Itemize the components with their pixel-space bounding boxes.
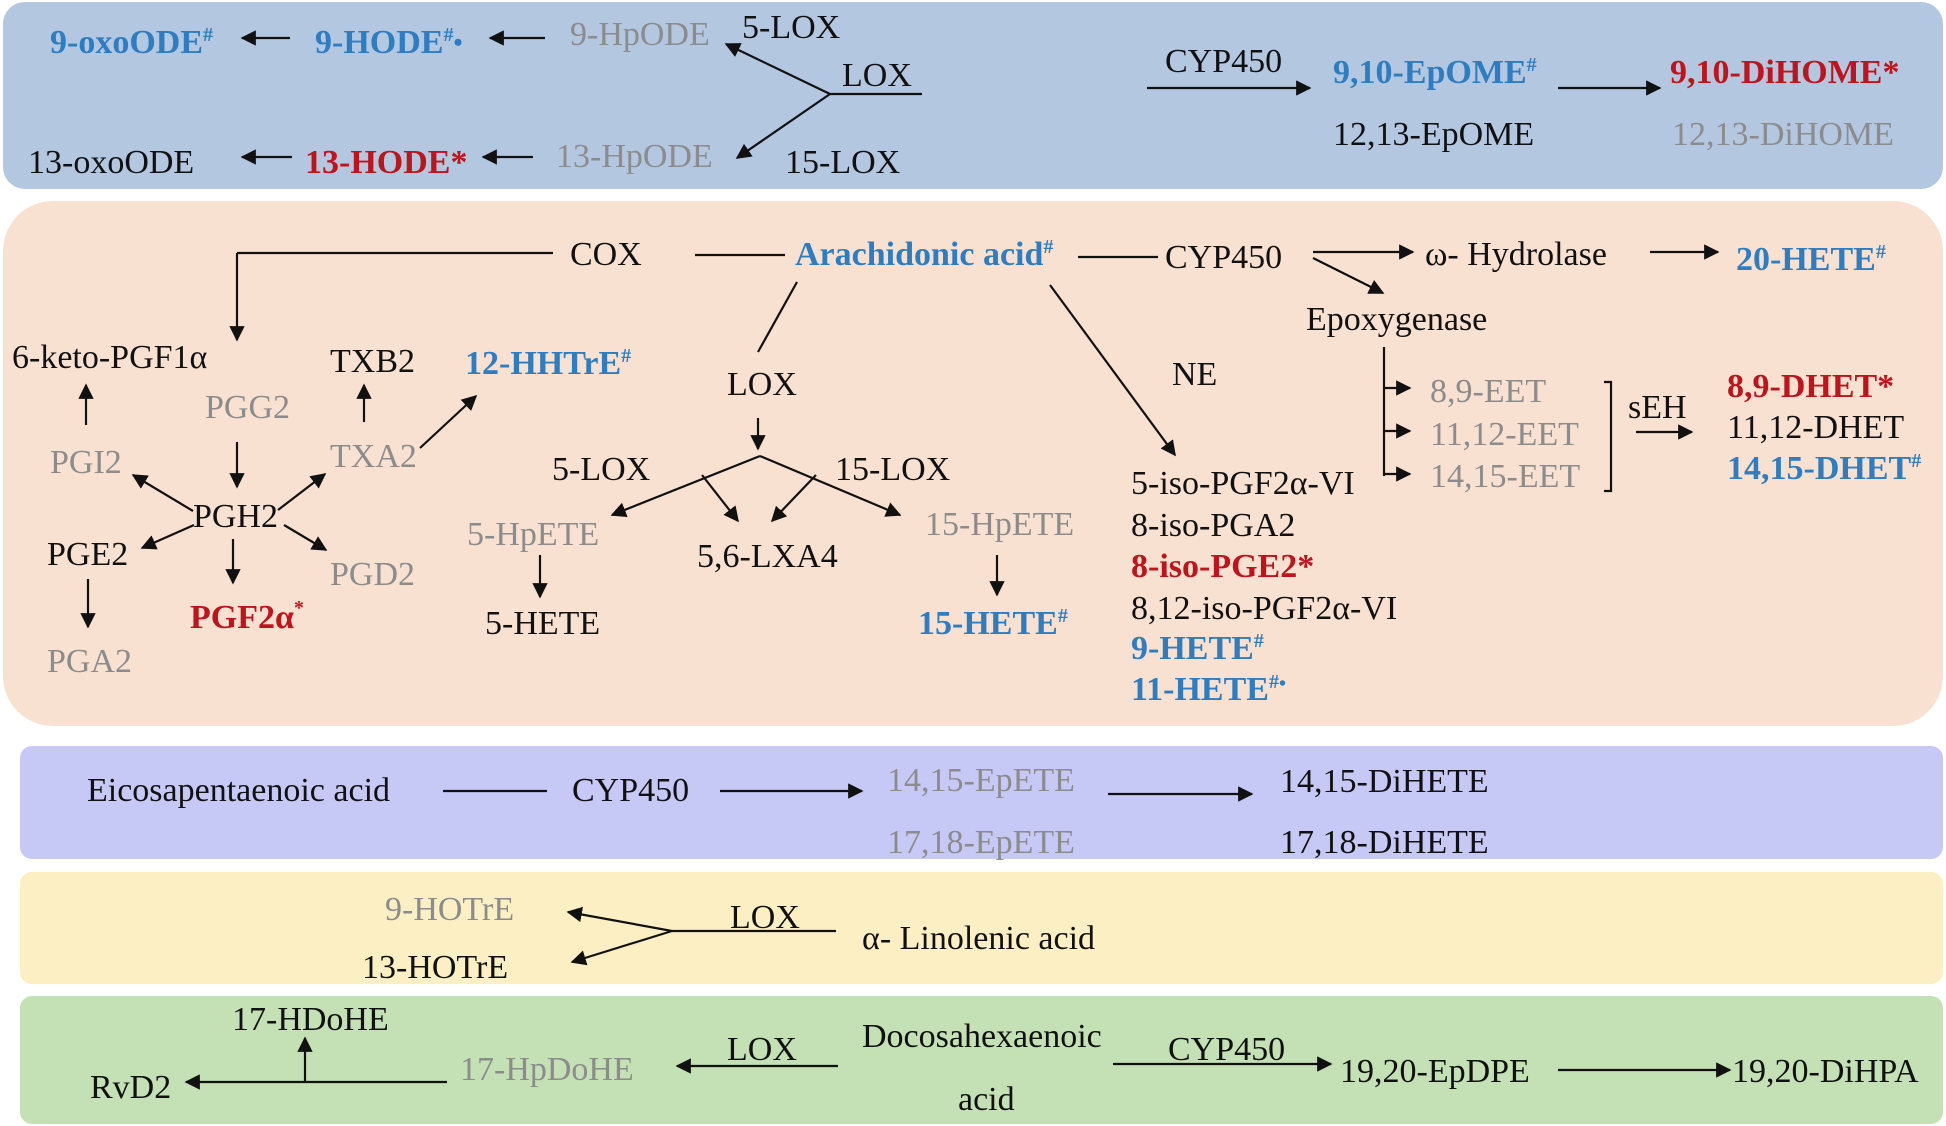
iso-pge2-8-label: 8-iso-PGE2* xyxy=(1131,548,1314,585)
linolenic-acid-label: α- Linolenic acid xyxy=(862,920,1095,957)
eet1415-label: 14,15-EET xyxy=(1430,458,1580,495)
hotre13-label: 13-HOTrE xyxy=(362,949,508,986)
lxa4-label: 5,6-LXA4 xyxy=(697,538,838,575)
hpdohe17-label: 17-HpDoHE xyxy=(460,1051,634,1088)
epete1718-label: 17,18-EpETE xyxy=(887,824,1075,861)
hete15-label: 15-HETE# xyxy=(918,605,1068,642)
pgi2-label: PGI2 xyxy=(50,444,122,481)
panel5-lox-label: LOX xyxy=(727,1031,797,1068)
hdohe17-label: 17-HDoHE xyxy=(232,1001,389,1038)
epa-label: Eicosapentaenoic acid xyxy=(87,772,390,809)
dihome1213-label: 12,13-DiHOME xyxy=(1672,116,1894,153)
panel5-edges xyxy=(184,1036,1732,1090)
panel3-edges xyxy=(443,783,1254,802)
panel3-labels: Eicosapentaenoic acid CYP450 14,15-EpETE… xyxy=(87,762,1489,861)
panel5-cyp450-label: CYP450 xyxy=(1168,1031,1285,1068)
hode13-label: 13-HODE* xyxy=(305,144,467,181)
dihome910-label: 9,10-DiHOME* xyxy=(1670,54,1899,91)
hpode9-label: 9-HpODE xyxy=(570,16,710,53)
arachidonic-acid-label: Arachidonic acid# xyxy=(795,236,1053,273)
oxoode9-label: 9-oxoODE# xyxy=(50,24,213,61)
dihpa1920-label: 19,20-DiHPA xyxy=(1732,1053,1919,1090)
txa2-label: TXA2 xyxy=(330,438,417,475)
cox-label: COX xyxy=(570,236,642,273)
panel-arachidonic-acid xyxy=(3,201,1943,726)
epete1415-label: 14,15-EpETE xyxy=(887,762,1075,799)
hpode13-label: 13-HpODE xyxy=(556,138,713,175)
dihete1718-label: 17,18-DiHETE xyxy=(1280,824,1489,861)
epoxygenase-label: Epoxygenase xyxy=(1306,301,1487,338)
pgg2-label: PGG2 xyxy=(205,389,290,426)
panel4-labels: 9-HOTrE LOX α- Linolenic acid 13-HOTrE xyxy=(362,891,1095,986)
hete9-label: 9-HETE# xyxy=(1131,630,1264,667)
pgf2a-label: PGF2α* xyxy=(190,597,304,636)
panel-eicosapentaenoic-acid xyxy=(20,746,1943,859)
panel2-labels: COX Arachidonic acid# CYP450 ω- Hydrolas… xyxy=(12,236,1921,708)
hode9-label: 9-HODE#• xyxy=(315,24,463,61)
epdpe1920-label: 19,20-EpDPE xyxy=(1340,1053,1530,1090)
hydrolase-label: ω- Hydrolase xyxy=(1425,236,1607,273)
panel1-edges xyxy=(240,30,1662,165)
ne-label: NE xyxy=(1172,356,1217,393)
panel2-cyp450-label: CYP450 xyxy=(1165,239,1282,276)
seh-label: sEH xyxy=(1628,389,1687,426)
lox5-label: 5-LOX xyxy=(742,9,840,46)
panel3-cyp450-label: CYP450 xyxy=(572,772,689,809)
panel-linoleic-acid xyxy=(3,2,1943,189)
pgd2-label: PGD2 xyxy=(330,556,415,593)
hpete5-label: 5-HpETE xyxy=(467,516,599,553)
hete20-label: 20-HETE# xyxy=(1736,241,1886,278)
eet89-label: 8,9-EET xyxy=(1430,373,1546,410)
eet1112-label: 11,12-EET xyxy=(1430,416,1579,453)
dhet1112-label: 11,12-DHET xyxy=(1727,409,1904,446)
panel1-cyp450-label: CYP450 xyxy=(1165,43,1282,80)
hpete15-label: 15-HpETE xyxy=(925,506,1074,543)
dihete1415-label: 14,15-DiHETE xyxy=(1280,763,1489,800)
panel2-lox-label: LOX xyxy=(727,366,797,403)
pge2-label: PGE2 xyxy=(47,536,128,573)
lox-label: LOX xyxy=(842,57,912,94)
panel4-lox-label: LOX xyxy=(730,899,800,936)
panel-alpha-linolenic-acid xyxy=(20,872,1943,984)
iso-pga2-8-label: 8-iso-PGA2 xyxy=(1131,507,1295,544)
pgh2-label: PGH2 xyxy=(193,498,278,535)
hhtre12-label: 12-HHTrE# xyxy=(465,345,631,382)
lox15-branch-label: 15-LOX xyxy=(835,451,950,488)
panel2-edges xyxy=(78,244,1720,629)
rvd2-label: RvD2 xyxy=(90,1069,171,1106)
panel4-edges xyxy=(566,906,836,966)
txb2-label: TXB2 xyxy=(330,343,415,380)
iso-pgf2a-vi-812-label: 8,12-iso-PGF2α-VI xyxy=(1131,590,1397,627)
iso-pgf2a-vi-5-label: 5-iso-PGF2α-VI xyxy=(1131,465,1355,502)
epome910-label: 9,10-EpOME# xyxy=(1333,54,1537,91)
oxoode13-label: 13-oxoODE xyxy=(28,144,194,181)
dha-label-line1: Docosahexaenoic xyxy=(862,1018,1102,1055)
panel1-labels: 9-oxoODE# 9-HODE#• 9-HpODE 5-LOX LOX 13-… xyxy=(28,9,1899,181)
panel-docosahexaenoic-acid xyxy=(20,996,1943,1124)
dhet89-label: 8,9-DHET* xyxy=(1727,368,1894,405)
lox15-label: 15-LOX xyxy=(785,144,900,181)
keto-pgf1a-label: 6-keto-PGF1α xyxy=(12,339,208,376)
hete11-label: 11-HETE#• xyxy=(1131,671,1286,708)
lox5-branch-label: 5-LOX xyxy=(552,451,650,488)
panel5-labels: 17-HDoHE RvD2 17-HpDoHE LOX Docosahexaen… xyxy=(90,1001,1919,1118)
dhet1415-label: 14,15-DHET# xyxy=(1727,450,1921,487)
epome1213-label: 12,13-EpOME xyxy=(1333,116,1534,153)
dha-label-line2: acid xyxy=(958,1081,1015,1118)
hete5-label: 5-HETE xyxy=(485,605,600,642)
pga2-label: PGA2 xyxy=(47,643,132,680)
hotre9-label: 9-HOTrE xyxy=(385,891,514,928)
